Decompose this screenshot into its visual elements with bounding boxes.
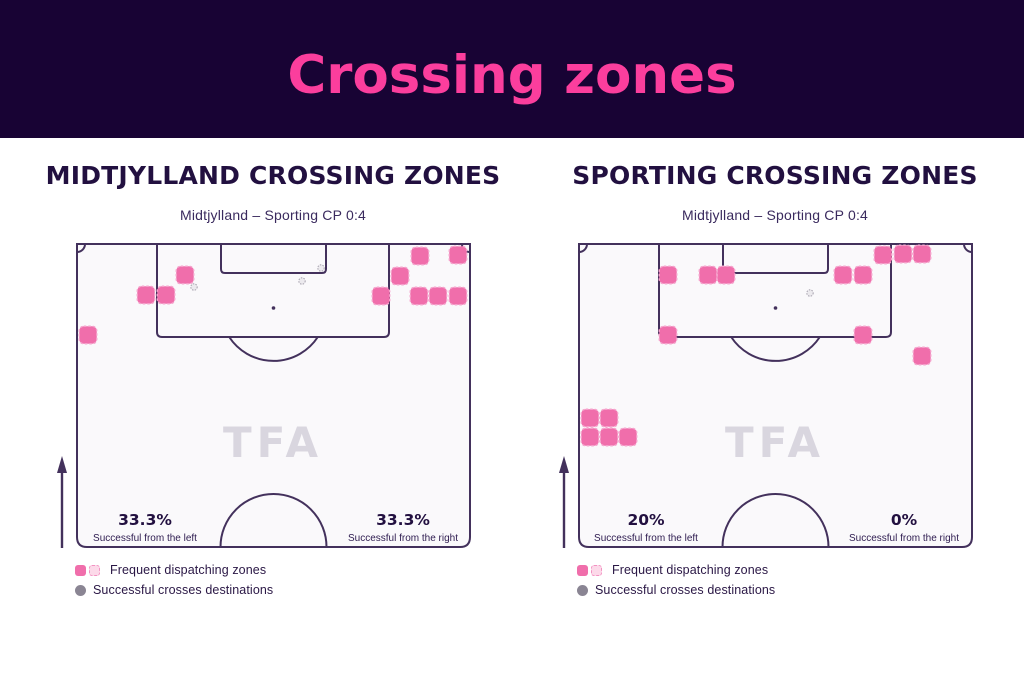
dispatch-zone-square: [410, 246, 430, 266]
attack-direction-arrow: [57, 456, 67, 548]
pitch-outline: [76, 243, 471, 548]
marker-layer: [580, 244, 932, 447]
dispatch-zone-square: [698, 265, 718, 285]
dispatch-zone-square: [448, 245, 468, 265]
left-success-label: Successful from the left: [594, 533, 698, 544]
tfa-watermark: TFA: [223, 418, 323, 467]
penalty-box: [156, 244, 390, 338]
attack-direction-arrow: [559, 456, 569, 548]
zone-solid-swatch-icon: [577, 564, 588, 576]
dispatch-zone-square: [658, 325, 678, 345]
pitch-midtjylland: TFA 33.3% Successful from the left 33.3%…: [76, 243, 471, 548]
six-yard-box: [220, 244, 327, 274]
legend-item-cross-destinations: Successful crosses destinations: [577, 583, 837, 597]
legend-sporting: Frequent dispatching zones Successful cr…: [577, 563, 837, 603]
legend-label: Frequent dispatching zones: [612, 563, 769, 577]
cross-destination-dot: [190, 283, 198, 291]
center-circle: [219, 493, 328, 548]
dispatch-zone-square: [833, 265, 853, 285]
legend-label: Successful crosses destinations: [595, 583, 776, 597]
dispatch-zone-square: [136, 285, 156, 305]
dispatch-zone-square: [893, 244, 913, 264]
cross-destination-dot: [317, 264, 325, 272]
dispatch-zone-square: [371, 286, 391, 306]
marker-layer: [78, 245, 468, 345]
right-success-label: Successful from the right: [348, 533, 458, 544]
pitch-sporting: TFA 20% Successful from the left 0% Succ…: [578, 243, 973, 548]
zone-solid-swatch-icon: [75, 564, 86, 576]
left-success-pct: 20%: [627, 511, 665, 529]
dispatch-zone-square: [390, 266, 410, 286]
destination-dot-icon: [577, 584, 588, 596]
zone-dotted-swatch-icon: [591, 564, 602, 576]
dispatch-zone-square: [599, 408, 619, 428]
cross-destination-dot: [298, 277, 306, 285]
chart-subtitle-sporting: Midtjylland – Sporting CP 0:4: [681, 207, 869, 223]
corner-arc-right: [963, 243, 973, 253]
dispatch-zone-square: [912, 346, 932, 366]
pitch-lines: [578, 243, 973, 548]
penalty-arc: [730, 336, 821, 362]
legend-label: Successful crosses destinations: [93, 583, 274, 597]
chart-title-midtjylland: MIDTJYLLAND CROSSING ZONES: [45, 161, 501, 190]
legend-item-cross-destinations: Successful crosses destinations: [75, 583, 335, 597]
right-success-pct: 33.3%: [376, 511, 430, 529]
dispatch-zone-square: [78, 325, 98, 345]
dispatch-zone-square: [580, 408, 600, 428]
dispatch-zone-square: [448, 286, 468, 306]
dispatch-zone-square: [409, 286, 429, 306]
chart-subtitle-midtjylland: Midtjylland – Sporting CP 0:4: [179, 207, 367, 223]
cross-destination-dot: [806, 289, 814, 297]
pitch-outline: [578, 243, 973, 548]
dispatch-zone-square: [853, 265, 873, 285]
dispatch-zone-square: [658, 265, 678, 285]
dispatch-zone-square: [428, 286, 448, 306]
banner: Crossing zones: [0, 0, 1024, 138]
dispatch-zone-square: [912, 244, 932, 264]
dispatch-zone-square: [618, 427, 638, 447]
right-success-pct: 0%: [891, 511, 918, 529]
dispatch-zone-square: [599, 427, 619, 447]
left-success-label: Successful from the left: [93, 533, 197, 544]
legend-item-frequent-zones: Frequent dispatching zones: [75, 563, 335, 577]
destination-dot-icon: [75, 584, 86, 596]
penalty-spot: [773, 306, 778, 310]
legend-label: Frequent dispatching zones: [110, 563, 267, 577]
corner-arc-left: [76, 243, 86, 253]
penalty-arc: [228, 336, 319, 362]
chart-title-sporting: SPORTING CROSSING ZONES: [572, 161, 978, 190]
dispatch-zone-square: [716, 265, 736, 285]
zone-dotted-swatch-icon: [89, 564, 100, 576]
dispatch-zone-square: [175, 265, 195, 285]
tfa-watermark: TFA: [725, 418, 825, 467]
corner-arc-left: [578, 243, 588, 253]
legend-item-frequent-zones: Frequent dispatching zones: [577, 563, 837, 577]
page-title: Crossing zones: [287, 44, 737, 106]
penalty-spot: [271, 306, 276, 310]
dispatch-zone-square: [580, 427, 600, 447]
dispatch-zone-square: [156, 285, 176, 305]
center-circle: [721, 493, 830, 548]
dispatch-zone-square: [853, 325, 873, 345]
left-success-pct: 33.3%: [118, 511, 172, 529]
dispatch-zone-square: [873, 245, 893, 265]
right-success-label: Successful from the right: [849, 533, 959, 544]
legend-midtjylland: Frequent dispatching zones Successful cr…: [75, 563, 335, 603]
